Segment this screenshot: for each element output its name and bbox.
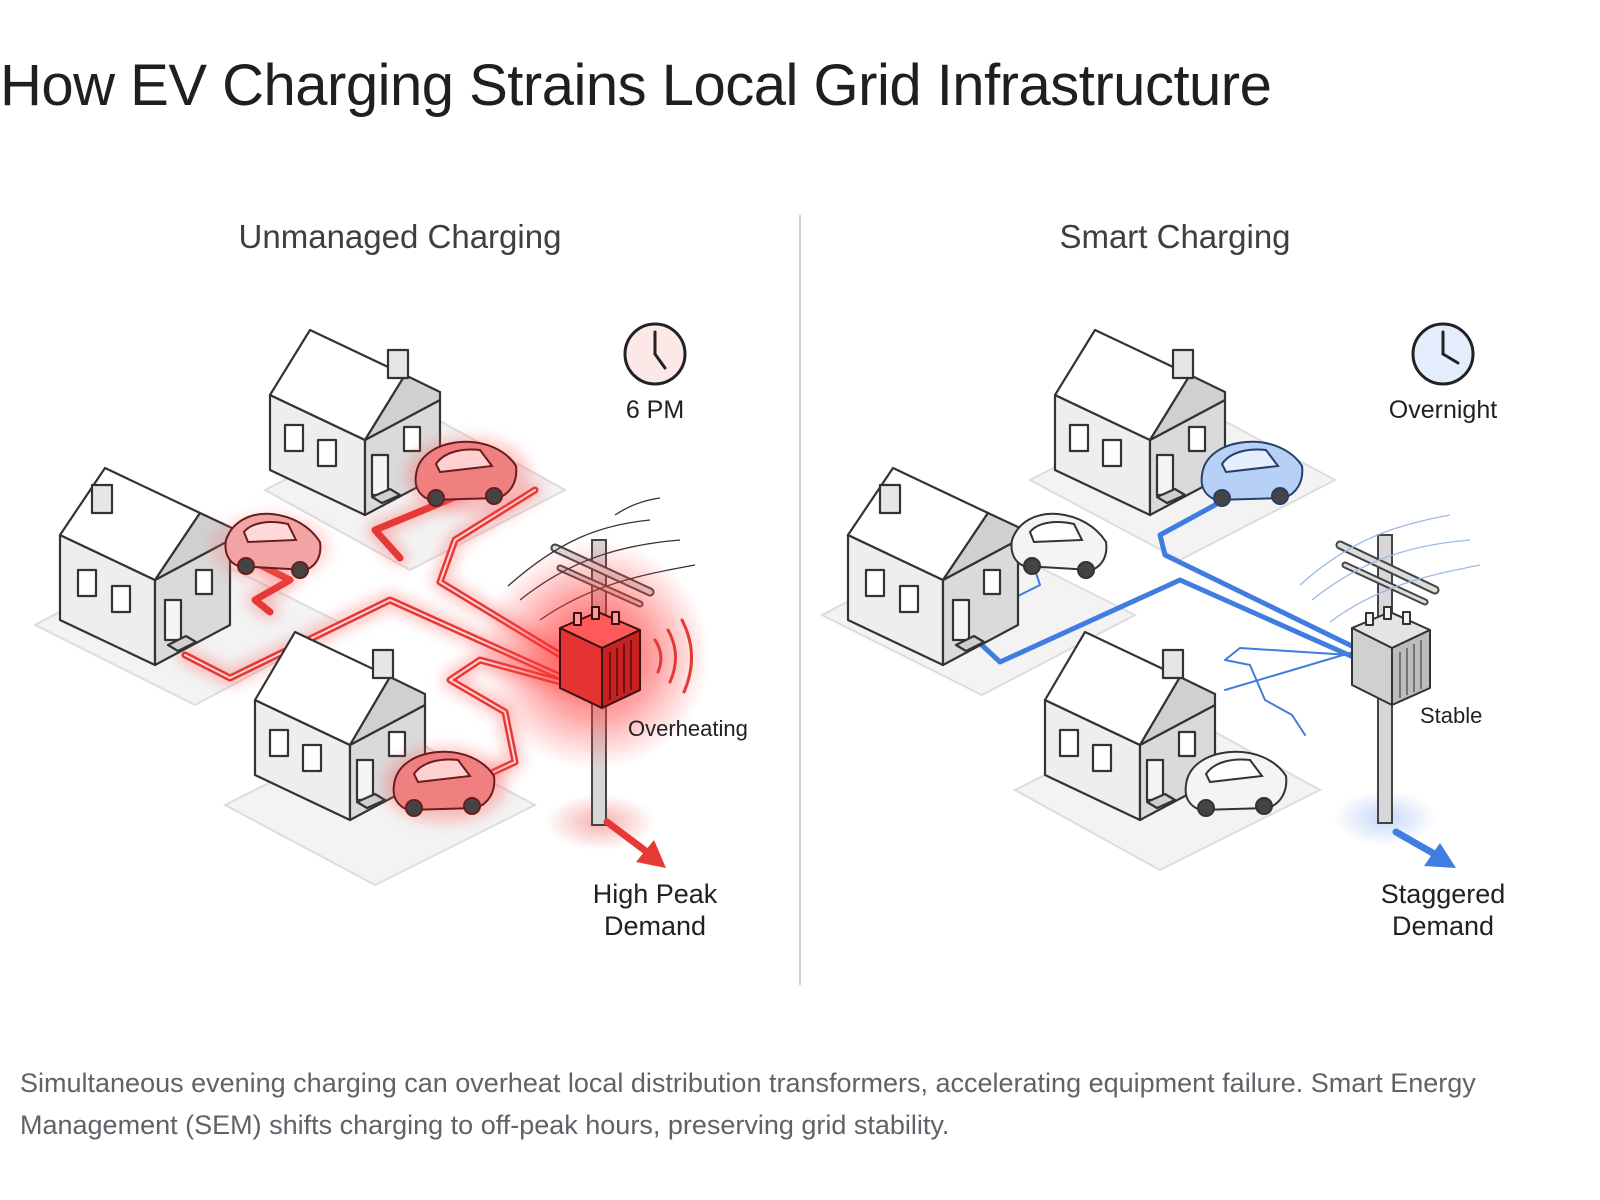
clock-icon [623, 322, 687, 386]
time-label: 6 PM [626, 396, 684, 424]
demand-arrow-icon [603, 818, 666, 868]
comparison-diagram: Unmanaged Charging [32, 215, 1506, 985]
heat-wave-icon [653, 618, 694, 694]
panel-heading-unmanaged: Unmanaged Charging [239, 218, 562, 255]
panel-smart: Smart Charging [819, 218, 1506, 941]
car-icon [1184, 750, 1288, 817]
transformer-icon [1351, 606, 1431, 706]
transformer-status-label: Overheating [628, 716, 748, 741]
demand-label-line1: Staggered [1381, 879, 1506, 909]
house-icon [268, 328, 442, 517]
page-title: How EV Charging Strains Local Grid Infra… [0, 53, 1272, 118]
car-icon [1200, 440, 1304, 507]
car-icon [383, 747, 507, 823]
house-icon [846, 466, 1022, 667]
time-label: Overnight [1389, 396, 1497, 424]
transformer-icon [559, 606, 641, 709]
panel-unmanaged: Unmanaged Charging [32, 218, 748, 941]
house-icon [58, 466, 234, 667]
house-icon [1053, 328, 1227, 517]
house-icon [1043, 630, 1217, 822]
demand-arrow-icon [1392, 828, 1456, 868]
demand-label-line2: Demand [1392, 911, 1494, 941]
car-icon [210, 512, 330, 582]
clock-icon [1411, 322, 1475, 386]
car-icon [406, 437, 530, 513]
demand-label-line1: High Peak [593, 879, 718, 909]
caption: Simultaneous evening charging can overhe… [20, 1068, 1476, 1140]
transformer-status-label: Stable [1420, 703, 1482, 728]
house-icon [253, 630, 427, 822]
demand-label-line2: Demand [604, 911, 706, 941]
car-icon [1010, 512, 1108, 579]
panel-heading-smart: Smart Charging [1059, 218, 1290, 255]
